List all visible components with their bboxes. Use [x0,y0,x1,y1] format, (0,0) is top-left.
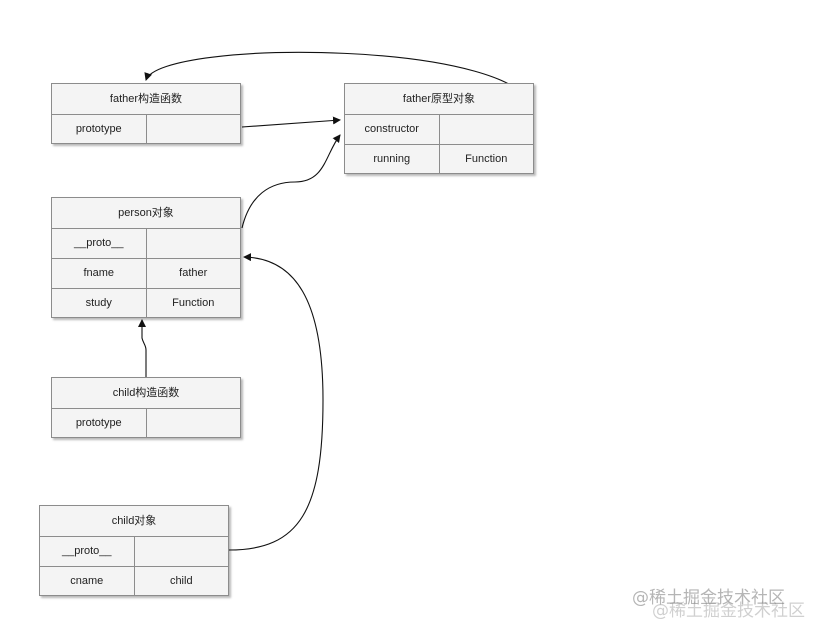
edge-father-prototype-to-proto [241,116,341,128]
row-key: running [373,153,411,165]
node-row: study Function [52,289,240,318]
node-row: cname child [40,567,228,596]
row-value: father [145,259,241,288]
node-title: person对象 [52,198,240,229]
node-row: prototype [52,409,240,438]
row-key: __proto__ [61,545,112,557]
row-key: __proto__ [73,237,124,249]
node-row: constructor [345,115,533,145]
row-value [133,537,229,566]
row-key: prototype [75,123,122,135]
node-row: running Function [345,145,533,174]
row-value [438,115,534,144]
node-row: prototype [52,115,240,144]
row-value [145,409,241,438]
row-key: study [85,297,112,309]
row-key: constructor [364,123,419,135]
row-value: child [133,567,229,596]
watermark-text: @稀土掘金技术社区 [632,588,785,608]
node-row: __proto__ [40,537,228,567]
node-title: child构造函数 [52,378,240,409]
node-title: father原型对象 [345,84,533,115]
edge-child-proto-to-person [228,253,324,551]
edge-person-proto-to-father-proto [241,134,341,229]
node-title: father构造函数 [52,84,240,115]
row-key: fname [83,267,115,279]
node-row: __proto__ [52,229,240,259]
father-prototype-node: father原型对象 constructor running Function [344,83,534,174]
node-row: fname father [52,259,240,289]
node-title: child对象 [40,506,228,537]
row-key: cname [70,575,104,587]
row-value: Function [145,289,241,318]
row-value [145,229,241,258]
person-object-node: person对象 __proto__ fname father study Fu… [51,197,241,318]
child-constructor-node: child构造函数 prototype [51,377,241,438]
watermark: @稀土掘金技术社区 @稀土掘金技术社区 [632,583,805,621]
row-value: Function [438,145,534,174]
father-constructor-node: father构造函数 prototype [51,83,241,144]
watermark-ghost-text: @稀土掘金技术社区 [652,601,805,621]
edge-child-prototype-to-person [138,319,147,378]
row-key: prototype [75,417,122,429]
row-value [145,115,241,144]
child-object-node: child对象 __proto__ cname child [39,505,229,596]
